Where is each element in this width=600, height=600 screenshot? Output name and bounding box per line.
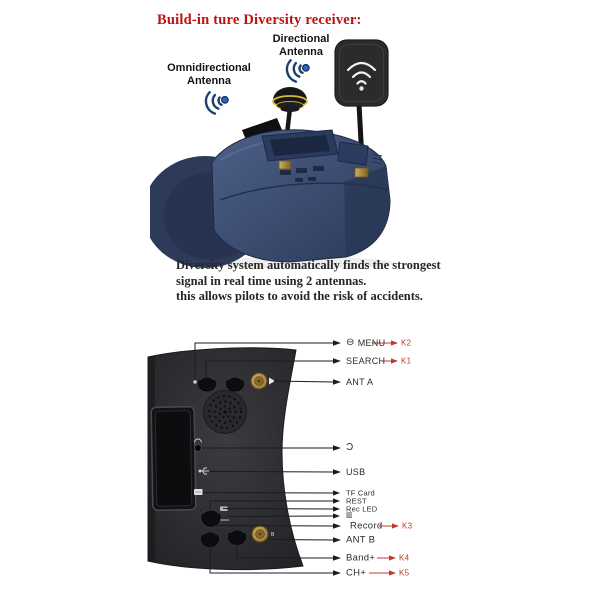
menu-label: MENU: [357, 338, 386, 348]
fpv-goggles-photo: [150, 39, 395, 269]
callout-menu: ⊖ MENU: [346, 337, 386, 349]
device-body: [147, 347, 304, 571]
search-label: SEARCH: [346, 356, 386, 366]
callout-ant-a: ANT A: [346, 377, 373, 387]
menu-circle-icon: ⊖: [346, 337, 355, 348]
rec-led-label: Rec LED: [346, 504, 378, 514]
callout-ant-b: ANT B: [346, 535, 375, 546]
callout-tf-card: TF Card: [346, 489, 375, 498]
callout-record: Record: [350, 521, 382, 532]
av-jack-port: [194, 438, 202, 452]
screen-module-recess: [150, 405, 197, 512]
callout-ch: CH+: [346, 568, 366, 579]
band-label: Band+: [346, 552, 376, 564]
ch-label: CH+: [346, 567, 367, 579]
wifi-signal-icon: [204, 91, 229, 115]
key-k4: K4: [399, 553, 410, 563]
ant-b-connector: [251, 525, 269, 543]
goggles-bottom-view: B: [147, 347, 304, 571]
rest-label: REST: [346, 496, 367, 506]
key-k1: K1: [401, 356, 412, 366]
key-k3: K3: [402, 521, 413, 531]
ant-a-connector: [250, 372, 268, 390]
callout-search: SEARCH: [346, 356, 385, 366]
goggles-body: [211, 129, 391, 263]
power-led: [193, 380, 197, 384]
callout-av-jack: Ɔ: [346, 443, 354, 453]
omnidirectional-antenna-label: Omnidirectional Antenna: [167, 62, 251, 87]
record-label: Record: [350, 520, 383, 532]
speaker-grille: [203, 390, 247, 434]
key-k5: K5: [399, 568, 410, 578]
card-stripes-icon: ▥: [346, 512, 353, 519]
shadow: [205, 257, 395, 269]
usb-port-mark: [198, 467, 209, 475]
ant-b-mark: B: [271, 532, 275, 538]
callout-rest: REST: [346, 497, 367, 506]
ant-a-label: ANT A: [346, 377, 374, 387]
description-text: Diversity system automatically finds the…: [176, 258, 441, 303]
key-k2: K2: [401, 338, 412, 348]
directional-antenna-label: Directional Antenna: [272, 33, 330, 58]
usb-label: USB: [346, 467, 366, 477]
av-jack-icon: Ɔ: [346, 442, 354, 453]
callout-card-stripes: ▥: [346, 511, 353, 521]
callout-rec-led: Rec LED: [346, 505, 377, 514]
page-title: Build-in ture Diversity receiver:: [157, 12, 362, 28]
panel-wifi-logo: [346, 61, 377, 85]
ant-a-arrow-mark: [269, 377, 275, 385]
ant-b-label: ANT B: [346, 534, 376, 546]
callout-usb: USB: [346, 467, 365, 477]
tf-card-label: TF Card: [346, 488, 375, 498]
callout-band: Band+: [346, 553, 375, 564]
wifi-signal-icon: [285, 59, 310, 83]
